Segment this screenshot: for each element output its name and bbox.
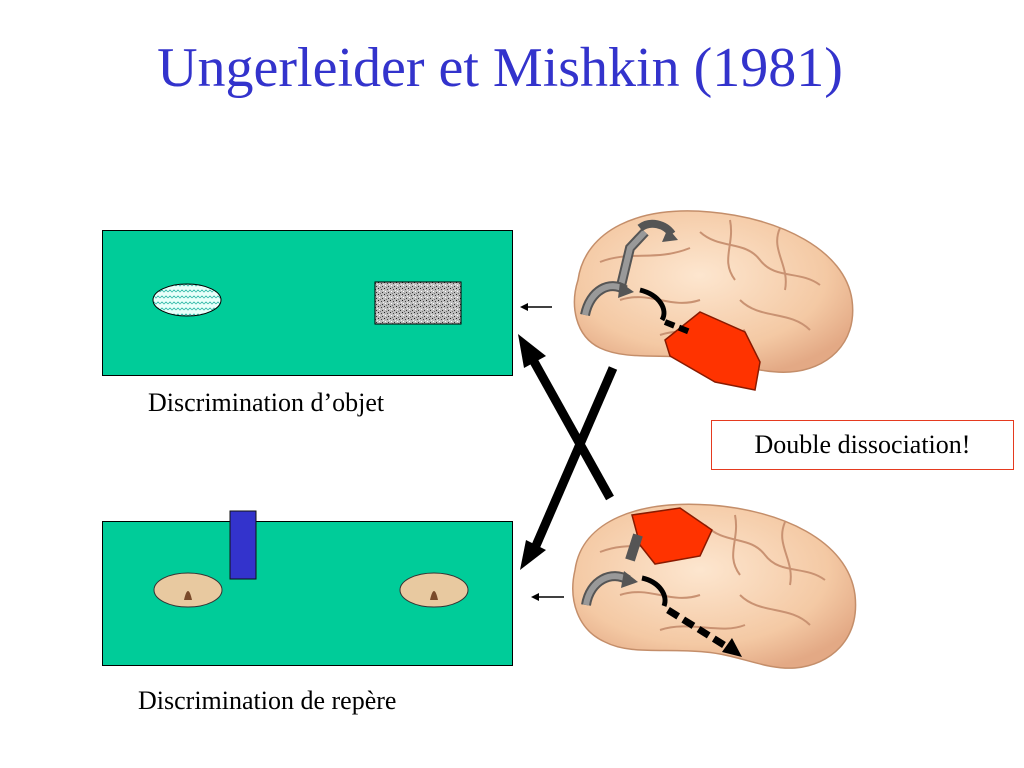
patterned-oval-object [153, 284, 221, 316]
landmark-post [230, 511, 256, 579]
textured-square-object [375, 282, 461, 324]
food-well-right [400, 573, 468, 607]
brain-illustration-bottom [573, 504, 856, 668]
arrow-left-icon [520, 303, 552, 311]
food-well-left [154, 573, 222, 607]
brain-illustration-top [574, 211, 852, 390]
arrow-left-icon [531, 593, 564, 601]
